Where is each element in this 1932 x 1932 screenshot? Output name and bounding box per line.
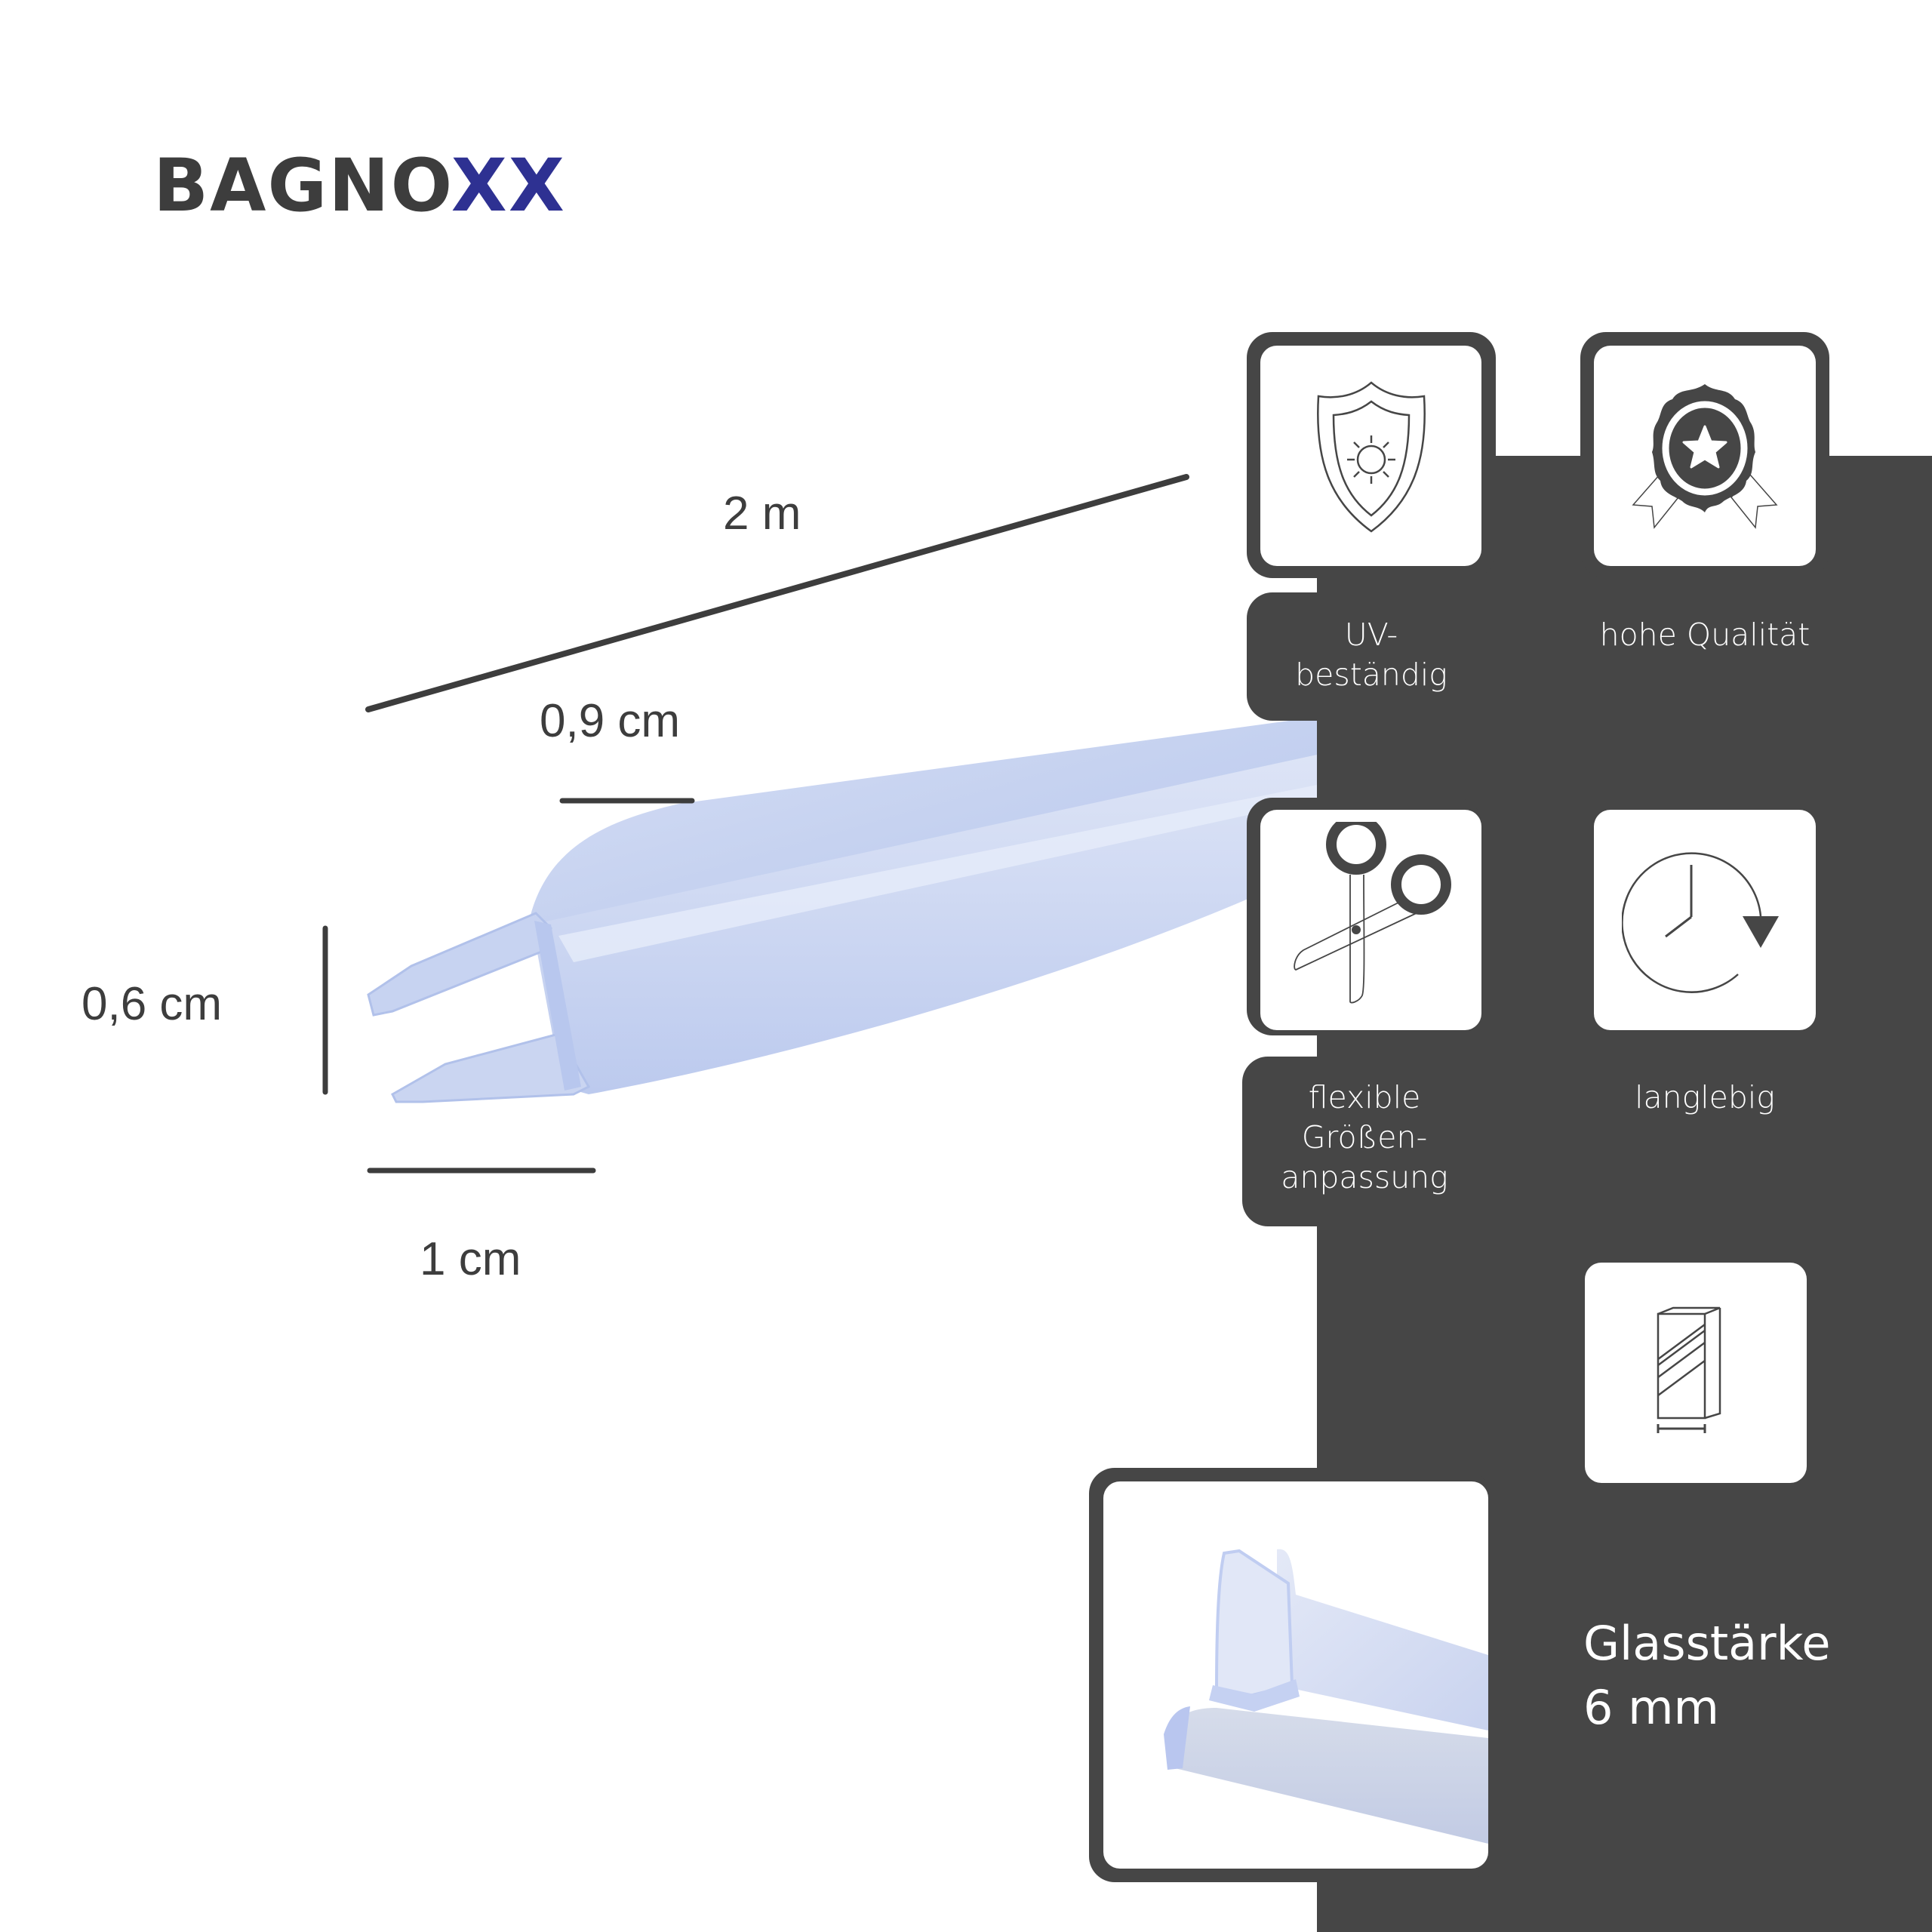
product-diagram <box>322 474 1317 1174</box>
uv-card <box>1260 346 1481 566</box>
longevity-label: langlebig <box>1635 1079 1775 1115</box>
clock-card <box>1594 810 1816 1030</box>
glass-thickness-title: Glasstärke <box>1583 1616 1831 1671</box>
uv-shield-sun-icon <box>1316 381 1426 533</box>
uv-label-box <box>1247 592 1337 721</box>
glass-card <box>1585 1263 1807 1483</box>
brand-logo: BAGNOXX <box>153 149 566 222</box>
top-width-label: 0,9 cm <box>540 695 681 747</box>
glass-pane-thickness-icon <box>1657 1306 1721 1433</box>
scissors-label-box <box>1242 1057 1333 1226</box>
seal-profile-image <box>367 717 1317 1103</box>
clock-refresh-icon <box>1622 852 1779 993</box>
length-label: 2 m <box>723 488 801 540</box>
glass-thickness-value: 6 mm <box>1583 1680 1719 1735</box>
glass-thickness-text: Glasstärke 6 mm <box>1583 1611 1831 1740</box>
length-dimension-line <box>365 474 1189 712</box>
height-label: 0,6 cm <box>82 978 223 1030</box>
logo-main-text: BAGNO <box>153 143 451 228</box>
logo-accent-text: XX <box>451 143 566 228</box>
quality-label: hohe Qualität <box>1599 617 1810 653</box>
quality-badge-star-icon <box>1632 384 1778 529</box>
seal-closeup-image <box>1164 1549 1488 1844</box>
quality-card <box>1594 346 1816 566</box>
photo-card <box>1103 1481 1488 1869</box>
uv-label: UV- beständig <box>1295 617 1447 693</box>
scissors-label: flexible Größen- anpassung <box>1281 1079 1448 1195</box>
bottom-width-label: 1 cm <box>420 1233 521 1285</box>
scissors-icon <box>1293 822 1451 1004</box>
scissors-card <box>1260 810 1481 1030</box>
